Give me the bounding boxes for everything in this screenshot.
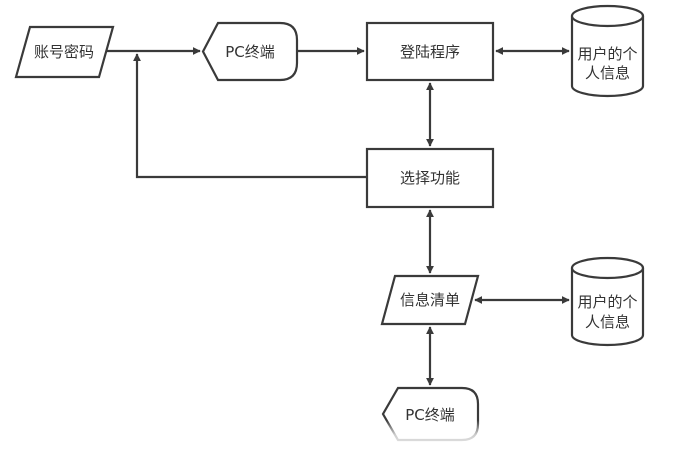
- node-info-list[interactable]: 信息清单: [380, 274, 480, 326]
- node-select-function[interactable]: 选择功能: [365, 147, 495, 209]
- node-account-password[interactable]: 账号密码: [14, 25, 115, 79]
- node-user-info-db-bottom-label-line2: 人信息: [585, 313, 630, 331]
- node-login-program[interactable]: 登陆程序: [365, 21, 495, 82]
- node-user-info-db-top[interactable]: 用户的个 人信息: [570, 4, 645, 98]
- node-user-info-db-top-label-line2: 人信息: [585, 64, 630, 82]
- node-pc-terminal-bottom-label: PC终端: [405, 406, 455, 424]
- node-user-info-db-bottom[interactable]: 用户的个 人信息: [570, 256, 645, 347]
- node-account-password-label: 账号密码: [34, 43, 94, 61]
- node-login-program-label: 登陆程序: [400, 43, 460, 61]
- node-user-info-db-bottom-label-line1: 用户的个: [577, 293, 637, 311]
- node-select-function-label: 选择功能: [400, 169, 460, 187]
- node-pc-terminal-top[interactable]: PC终端: [201, 21, 299, 82]
- node-pc-terminal-top-label: PC终端: [225, 43, 275, 61]
- edge-select-function-back-to-input: [133, 53, 367, 179]
- node-pc-terminal-bottom[interactable]: PC终端: [381, 386, 480, 442]
- node-info-list-label: 信息清单: [400, 291, 460, 309]
- node-user-info-db-top-label-line1: 用户的个: [577, 45, 637, 63]
